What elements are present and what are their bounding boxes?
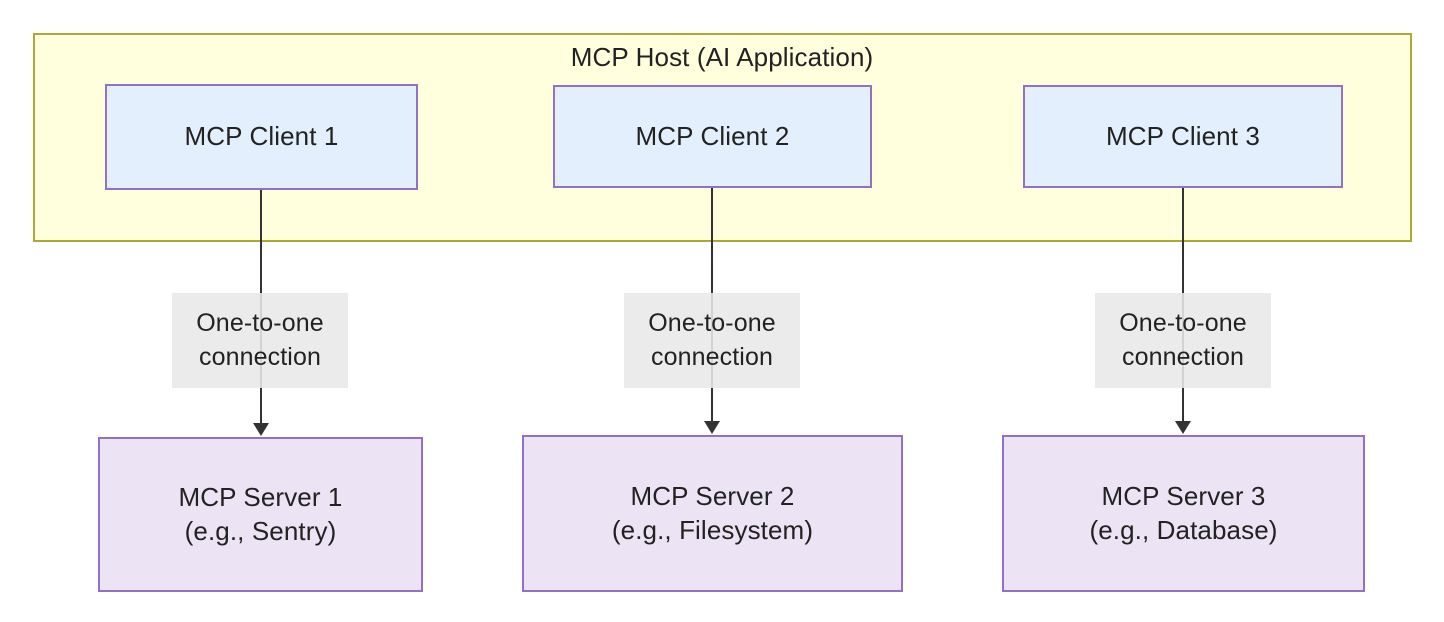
- node-mcp-server-3[interactable]: MCP Server 3 (e.g., Database): [1002, 435, 1365, 592]
- arrowhead-server1: [253, 423, 269, 436]
- edge-label-connection-1: One-to-one connection: [172, 293, 348, 388]
- edge-label-connection-3: One-to-one connection: [1095, 293, 1271, 388]
- edge-label-connection-2-line2: connection: [651, 342, 773, 371]
- node-mcp-client-1[interactable]: MCP Client 1: [105, 84, 418, 190]
- node-mcp-client-3-label: MCP Client 3: [1106, 120, 1260, 151]
- node-mcp-server-1-sublabel: (e.g., Sentry): [184, 515, 337, 546]
- node-mcp-client-2-label: MCP Client 2: [635, 120, 790, 151]
- node-mcp-server-2-sublabel: (e.g., Filesystem): [611, 514, 814, 545]
- node-mcp-server-3-label: MCP Server 3: [1101, 481, 1266, 512]
- arrowhead-server2: [704, 421, 720, 434]
- edge-label-connection-2: One-to-one connection: [624, 293, 800, 388]
- edge-label-connection-3-line2: connection: [1122, 342, 1244, 371]
- edge-label-connection-1-line2: connection: [199, 342, 321, 371]
- mcp-host-title: MCP Host (AI Application): [570, 42, 874, 72]
- node-mcp-server-2[interactable]: MCP Server 2 (e.g., Filesystem): [522, 435, 903, 592]
- node-mcp-server-1[interactable]: MCP Server 1 (e.g., Sentry): [98, 437, 423, 592]
- edge-label-connection-1-line1: One-to-one: [196, 309, 324, 338]
- node-mcp-client-1-label: MCP Client 1: [184, 121, 339, 152]
- node-mcp-server-3-sublabel: (e.g., Database): [1089, 514, 1278, 545]
- arrowhead-server3: [1175, 421, 1191, 434]
- edge-label-connection-2-line1: One-to-one: [648, 309, 776, 338]
- node-mcp-server-1-label: MCP Server 1: [178, 482, 343, 513]
- node-mcp-client-3[interactable]: MCP Client 3: [1023, 85, 1343, 188]
- node-mcp-server-2-label: MCP Server 2: [630, 481, 795, 512]
- node-mcp-client-2[interactable]: MCP Client 2: [553, 85, 872, 188]
- edge-label-connection-3-line1: One-to-one: [1119, 309, 1247, 338]
